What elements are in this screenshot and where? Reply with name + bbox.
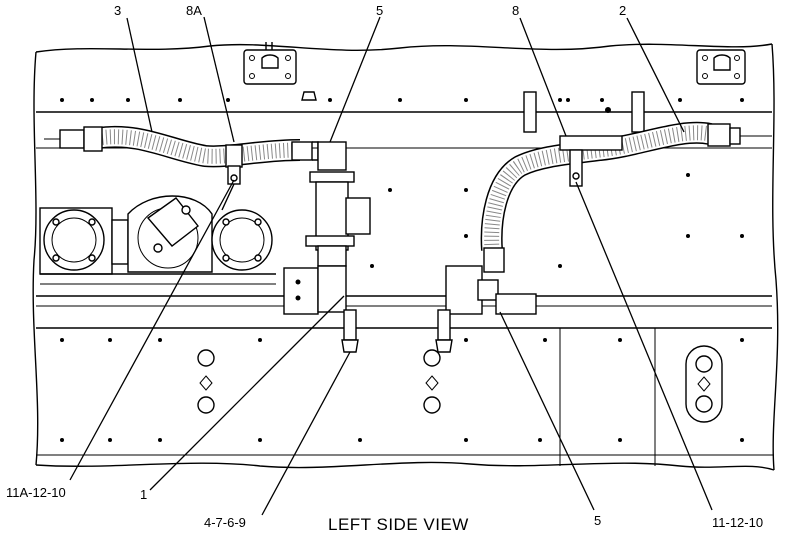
callout-1: 1 bbox=[140, 487, 147, 502]
top-bracket-right bbox=[696, 49, 746, 85]
callout-5-top: 5 bbox=[376, 3, 383, 18]
callout-3: 3 bbox=[114, 3, 121, 18]
view-title: LEFT SIDE VIEW bbox=[328, 515, 469, 534]
callout-8a: 8A bbox=[186, 3, 202, 18]
callout-labels: 3 8A 5 8 2 11A-12-10 1 4-7-6-9 5 11-12-1… bbox=[6, 3, 763, 530]
hose-right bbox=[480, 121, 772, 273]
mount-block-right bbox=[435, 265, 537, 353]
hose-clip bbox=[559, 135, 623, 187]
frame-rivets bbox=[60, 98, 744, 442]
top-bracket-left bbox=[243, 42, 297, 85]
flange-bolts bbox=[301, 91, 645, 133]
pump-assembly bbox=[39, 195, 276, 285]
leader-lines bbox=[69, 16, 713, 516]
callout-2: 2 bbox=[619, 3, 626, 18]
callout-8: 8 bbox=[512, 3, 519, 18]
hose-left bbox=[44, 125, 319, 168]
tee-fitting bbox=[221, 144, 243, 211]
callout-11a-12-10: 11A-12-10 bbox=[6, 485, 66, 500]
mount-block-left bbox=[283, 265, 359, 353]
frame-holes bbox=[197, 345, 723, 423]
callout-4-7-6-9: 4-7-6-9 bbox=[204, 515, 246, 530]
callout-5-bottom: 5 bbox=[594, 513, 601, 528]
callout-11-12-10: 11-12-10 bbox=[712, 515, 763, 530]
